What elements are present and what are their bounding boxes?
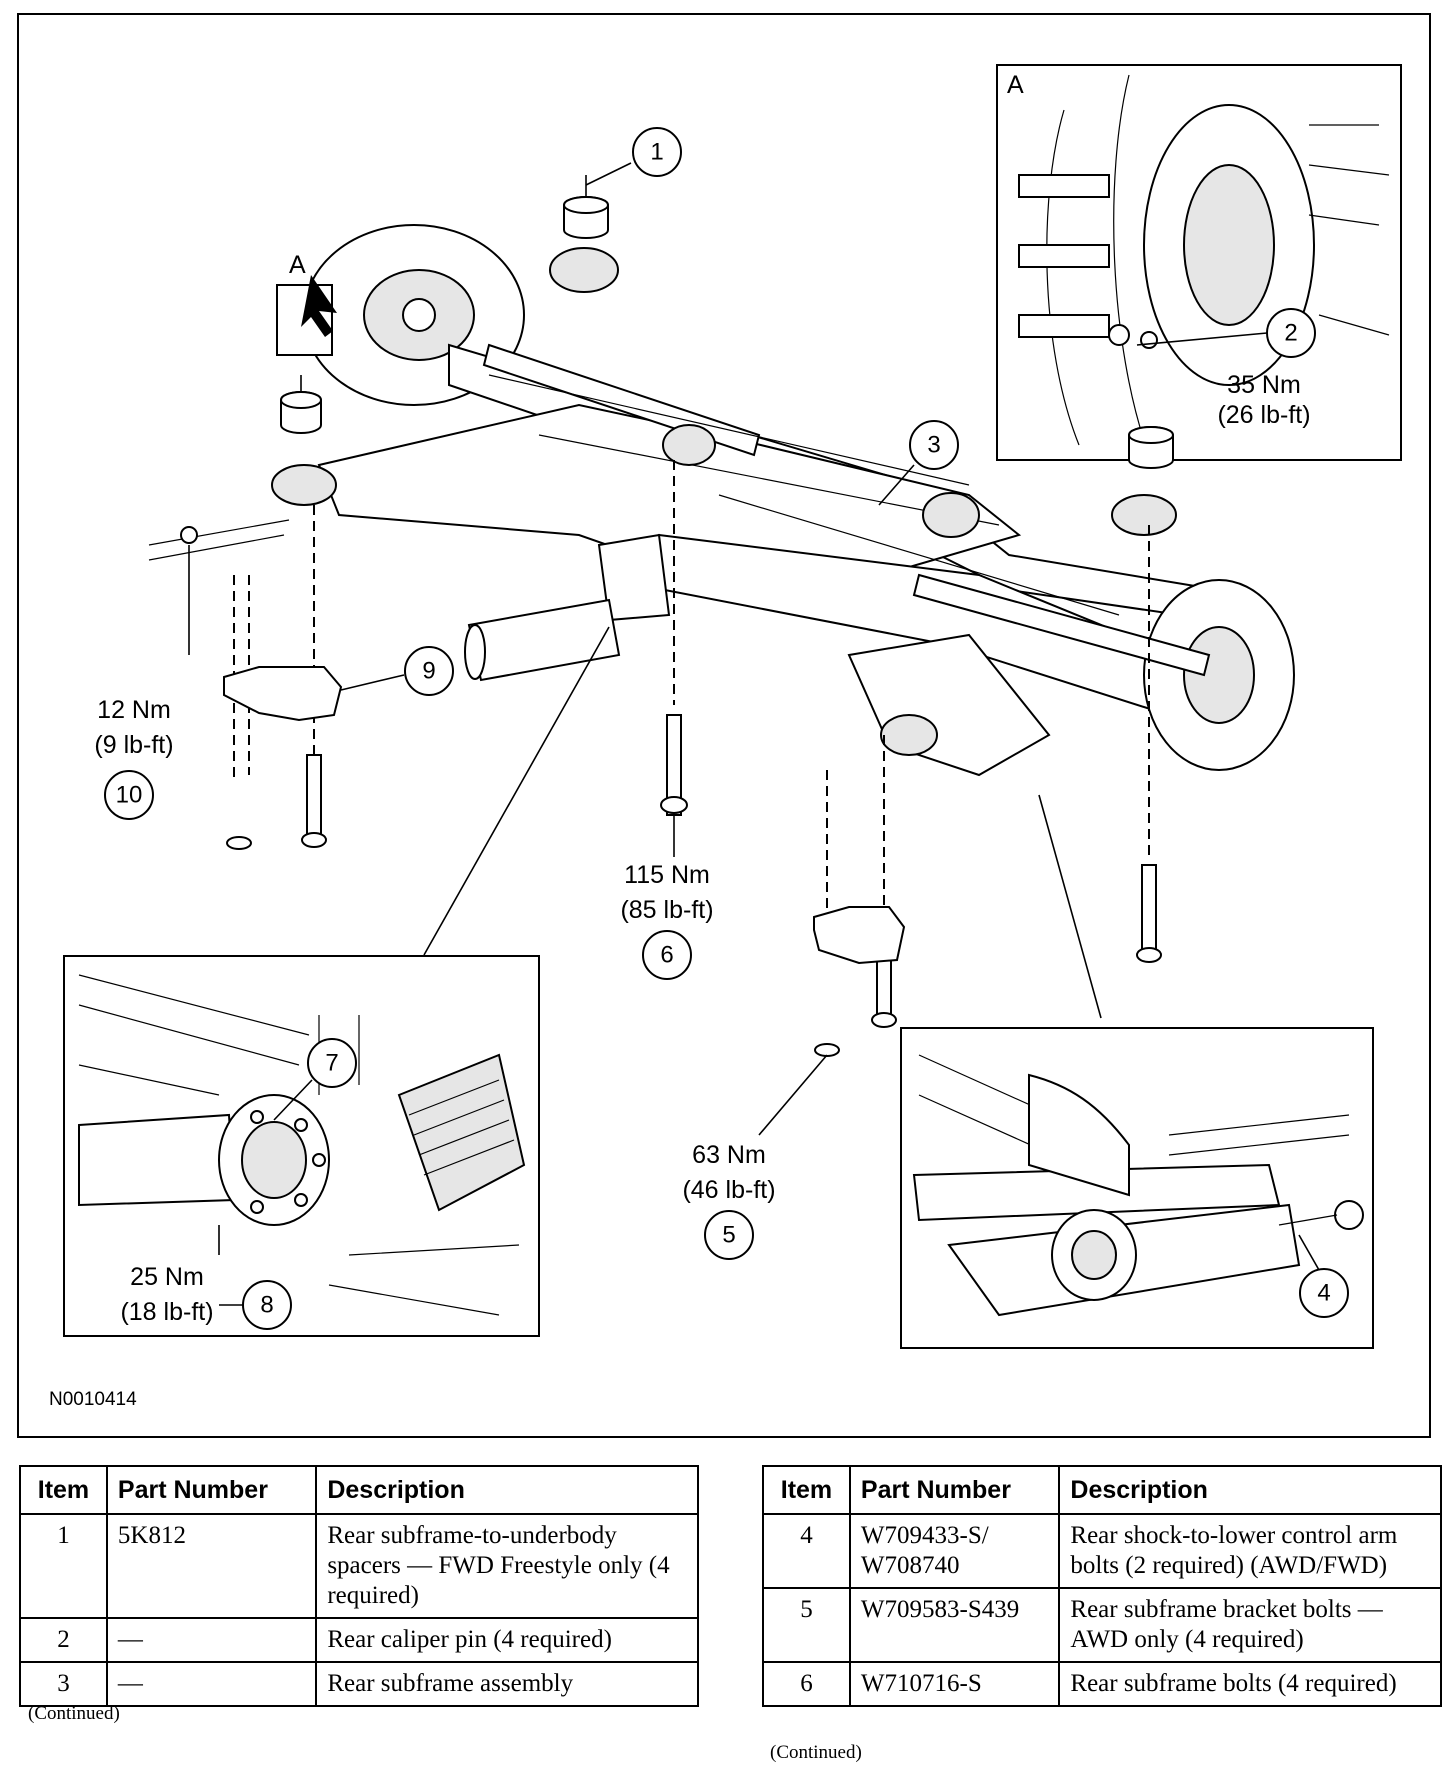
table-row: 6 W710716-S Rear subframe bolts (4 requi… [762,1661,1442,1707]
svg-text:8: 8 [260,1292,273,1319]
callout-4 [1299,1268,1349,1318]
svg-text:2: 2 [1284,320,1297,347]
svg-text:5: 5 [722,1222,735,1249]
detail-a-label: A [1007,71,1024,99]
continued-note-left: (Continued) [28,1703,120,1724]
svg-text:7: 7 [325,1050,338,1077]
torque-8-lbft: (18 lb-ft) [120,1298,213,1326]
torque-10-lbft: (9 lb-ft) [94,731,173,759]
callout-3 [909,420,959,470]
parts-table-right: Item Part Number Description 4 W709433-S… [762,1465,1442,1707]
diagram-figure: A 2 35 Nm (26 lb-ft) A [17,13,1431,1438]
shock-bolt-inset: 4 [900,1027,1374,1349]
header-item: Item [762,1465,851,1515]
callout-7 [307,1038,357,1088]
spacers-and-bolts [223,175,1174,1057]
callout-10 [104,770,154,820]
callout-1 [632,127,682,177]
svg-text:10: 10 [116,782,143,809]
torque-10-nm: 12 Nm [97,696,171,724]
arrow-a-icon [301,275,337,337]
table-row: 2 — Rear caliper pin (4 required) [19,1617,699,1663]
svg-text:9: 9 [422,658,435,685]
subframe-assembly: A [148,224,1295,777]
table-row: 1 5K812 Rear subframe-to-underbody space… [19,1513,699,1619]
callout-8 [242,1280,292,1330]
callout-6 [642,930,692,980]
parts-table-left: Item Part Number Description 1 5K812 Rea… [19,1465,699,1707]
figure-id: N0010414 [49,1389,137,1410]
torque-2-nm: 35 Nm [1227,371,1301,399]
header-part-number: Part Number [105,1465,318,1515]
table-row: 5 W709583-S439 Rear subframe bracket bol… [762,1587,1442,1663]
svg-text:6: 6 [660,942,673,969]
header-description: Description [315,1465,699,1515]
svg-text:1: 1 [650,139,663,166]
driveshaft [467,598,621,682]
table-row: 4 W709433-S/ W708740 Rear shock-to-lower… [762,1513,1442,1589]
detail-a-inset: A 2 35 Nm (26 lb-ft) [996,64,1402,461]
svg-text:4: 4 [1317,1280,1330,1307]
bracket-right [813,906,906,965]
subframe-diagram: A 2 35 Nm (26 lb-ft) A [49,64,1402,1410]
callout-9 [404,646,454,696]
torque-2-lbft: (26 lb-ft) [1217,401,1310,429]
torque-6-lbft: (85 lb-ft) [620,896,713,924]
header-item: Item [19,1465,108,1515]
callouts: 1 3 9 12 Nm (9 lb-ft) 10 115 Nm (85 lb-f… [94,127,1102,1260]
svg-text:3: 3 [927,432,940,459]
torque-8-nm: 25 Nm [130,1263,204,1291]
header-part-number: Part Number [848,1465,1061,1515]
torque-6-nm: 115 Nm [624,861,710,889]
arrow-a-label: A [289,251,306,279]
torque-5-nm: 63 Nm [692,1141,766,1169]
continued-note-right: (Continued) [770,1742,862,1763]
callout-2 [1266,308,1316,358]
driveshaft-flange-inset: 7 25 Nm (18 lb-ft) 8 [63,955,540,1337]
torque-5-lbft: (46 lb-ft) [682,1176,775,1204]
header-description: Description [1058,1465,1442,1515]
table-row: 3 — Rear subframe assembly [19,1661,699,1707]
bracket-item-9 [223,666,343,722]
callout-5 [704,1210,754,1260]
